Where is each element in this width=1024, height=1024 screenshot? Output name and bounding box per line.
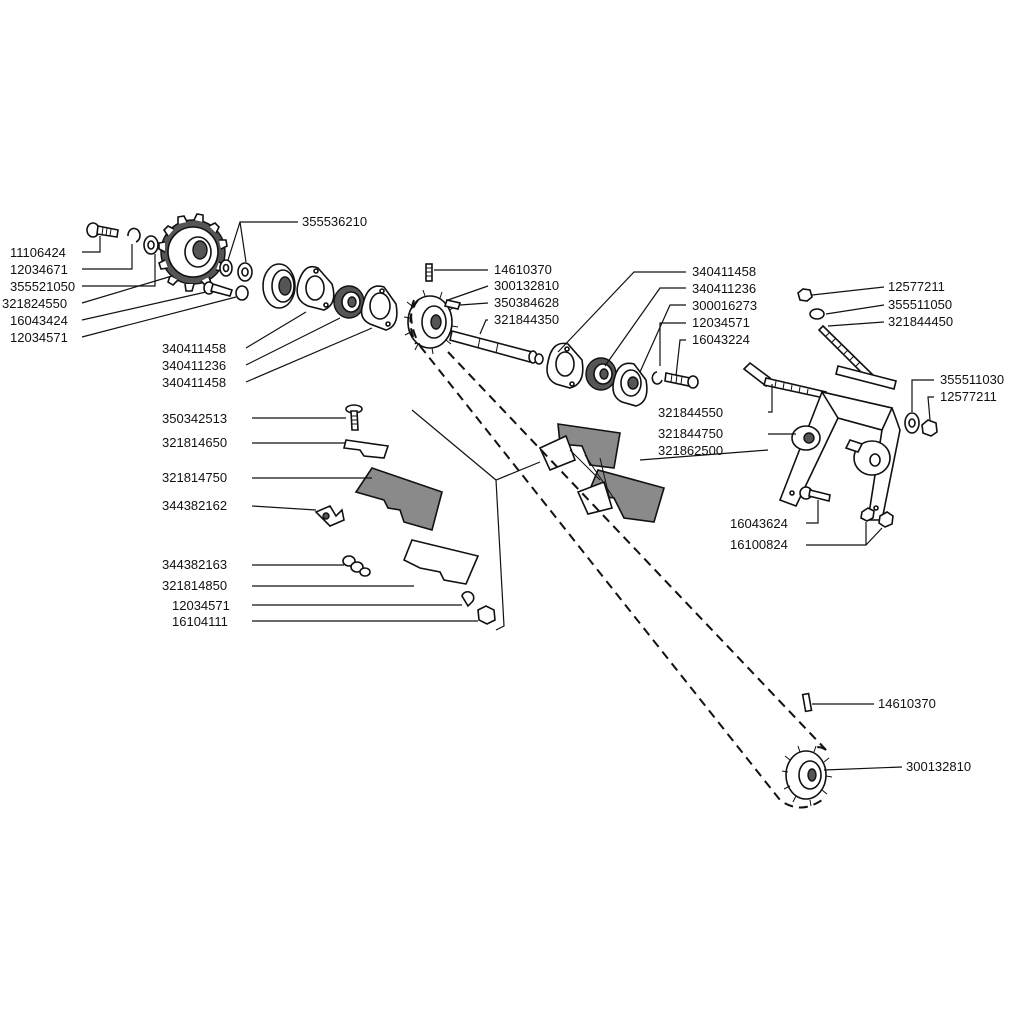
label-12577211-a: 12577211 [888, 279, 945, 294]
label-16043424: 16043424 [10, 313, 68, 328]
label-12034571-c: 12034571 [172, 598, 230, 613]
label-16100824: 16100824 [730, 537, 788, 552]
shaft-part [449, 330, 544, 365]
label-350384628: 350384628 [494, 295, 559, 310]
label-321844550: 321844550 [658, 405, 723, 420]
label-300016273: 300016273 [692, 298, 757, 313]
label-300132810-a: 300132810 [494, 278, 559, 293]
label-321814650: 321814650 [162, 435, 227, 450]
washer-part [143, 235, 159, 255]
sprocket-part [158, 213, 228, 292]
bolt-part [86, 222, 119, 238]
pin-part-2 [801, 692, 813, 713]
flange-plate-part [296, 265, 335, 311]
label-16104111: 16104111 [172, 614, 228, 629]
cover-plate-part [402, 539, 480, 585]
small-link-part [314, 504, 345, 527]
nuts-part [860, 507, 894, 528]
lower-pinion-group [781, 692, 833, 807]
sprocket-assembly [86, 213, 398, 331]
lever-part [742, 361, 828, 399]
label-340411236-a: 340411236 [162, 358, 226, 373]
bolt-part-2 [664, 372, 699, 389]
spacer-rings-part [219, 259, 253, 282]
label-321844750: 321844750 [658, 426, 723, 441]
label-12577211-b: 12577211 [940, 389, 997, 404]
small-plate-part [343, 439, 390, 459]
washer-part-3 [809, 308, 825, 320]
washer-small-part [235, 285, 249, 301]
linkage-group [314, 404, 496, 625]
pin-part [425, 263, 433, 282]
bearing-part-2 [585, 357, 617, 391]
bolt-part-3 [799, 486, 831, 502]
key-part [443, 299, 462, 310]
small-bolt-part [203, 281, 234, 297]
label-321814850: 321814850 [162, 578, 227, 593]
bracket-assembly [742, 288, 938, 528]
circlip-part-2 [651, 371, 663, 385]
label-12034671: 12034671 [10, 262, 68, 277]
label-350342513: 350342513 [162, 411, 227, 426]
label-14610370-b: 14610370 [878, 696, 936, 711]
drive-shaft-assembly [403, 263, 699, 407]
nut-part [797, 288, 813, 302]
flange-plate-part-2 [360, 285, 398, 331]
label-344382162: 344382162 [162, 498, 227, 513]
chain-path [410, 299, 829, 809]
pinion-gear-part-2 [781, 745, 833, 807]
label-355511050: 355511050 [888, 297, 952, 312]
label-340411458-a: 340411458 [162, 341, 226, 356]
chain-link-part [342, 555, 371, 577]
label-344382163: 344382163 [162, 557, 227, 572]
label-340411236-b: 340411236 [692, 281, 756, 296]
bolt-part-4 [345, 404, 363, 431]
bearing-cup-part [262, 263, 296, 309]
label-321824550: 321824550 [2, 296, 67, 311]
group-bracket-line [411, 409, 541, 631]
rod-part [835, 365, 897, 390]
label-340411458-b: 340411458 [162, 375, 226, 390]
u-bracket-part [778, 390, 901, 521]
flange-part [612, 362, 648, 407]
label-321844350: 321844350 [494, 312, 559, 327]
label-300132810-b: 300132810 [906, 759, 971, 774]
washer-part-4 [904, 412, 920, 434]
label-14610370-a: 14610370 [494, 262, 552, 277]
flange-plate-part-3 [546, 342, 584, 389]
label-321814750: 321814750 [162, 470, 227, 485]
label-12034571-b: 12034571 [692, 315, 750, 330]
cam-plates-part [538, 423, 665, 523]
label-11106424: 11106424 [10, 245, 66, 260]
nut-part-3 [477, 605, 496, 625]
bearing-part [333, 285, 365, 319]
label-355521050: 355521050 [10, 279, 75, 294]
hatched-plate-part [354, 467, 443, 531]
nut-part-2 [921, 419, 938, 437]
label-355536210: 355536210 [302, 214, 367, 229]
label-340411458-c: 340411458 [692, 264, 756, 279]
washer-part-5 [461, 590, 475, 608]
part-number-labels: 11106424 12034671 355521050 321824550 16… [2, 214, 1004, 774]
circlip-part [127, 227, 141, 243]
label-12034571-a: 12034571 [10, 330, 68, 345]
label-355511030: 355511030 [940, 372, 1004, 387]
label-16043624: 16043624 [730, 516, 788, 531]
leader-lines [81, 221, 934, 771]
label-321844450: 321844450 [888, 314, 953, 329]
label-321862500: 321862500 [658, 443, 723, 458]
label-16043224: 16043224 [692, 332, 750, 347]
